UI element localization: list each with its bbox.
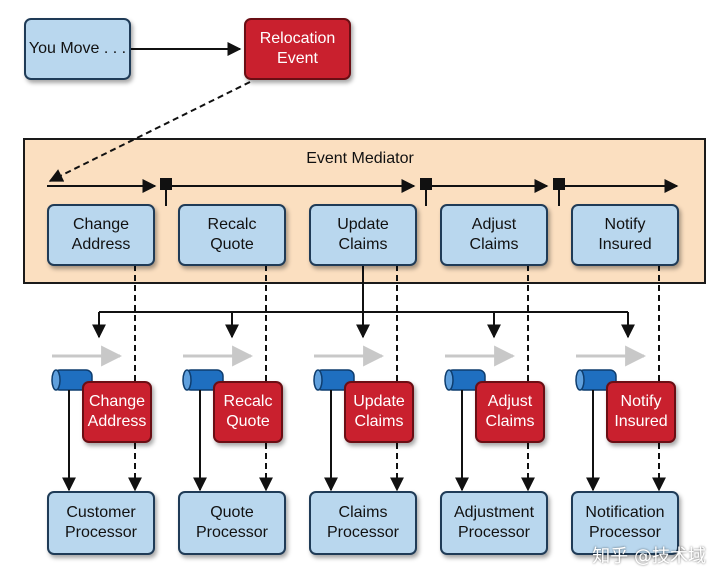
event-update-claims: Update Claims [344,381,414,443]
event-recalc-quote: Recalc Quote [213,381,283,443]
customer-processor-box: Customer Processor [47,491,155,555]
step-recalc-quote: Recalc Quote [178,204,286,266]
event-notify-insured: Notify Insured [606,381,676,443]
event-change-address: Change Address [82,381,152,443]
quote-processor-box: Quote Processor [178,491,286,555]
step-change-address: Change Address [47,204,155,266]
adjustment-processor-box: Adjustment Processor [440,491,548,555]
notification-processor-box: Notification Processor [571,491,679,555]
watermark-text: 知乎 @技术域 [592,546,706,567]
event-adjust-claims: Adjust Claims [475,381,545,443]
you-move-box: You Move . . . [24,18,131,80]
step-notify-insured: Notify Insured [571,204,679,266]
claims-processor-box: Claims Processor [309,491,417,555]
step-adjust-claims: Adjust Claims [440,204,548,266]
step-update-claims: Update Claims [309,204,417,266]
event-mediator-title: Event Mediator [306,150,414,167]
relocation-event-box: Relocation Event [244,18,351,80]
